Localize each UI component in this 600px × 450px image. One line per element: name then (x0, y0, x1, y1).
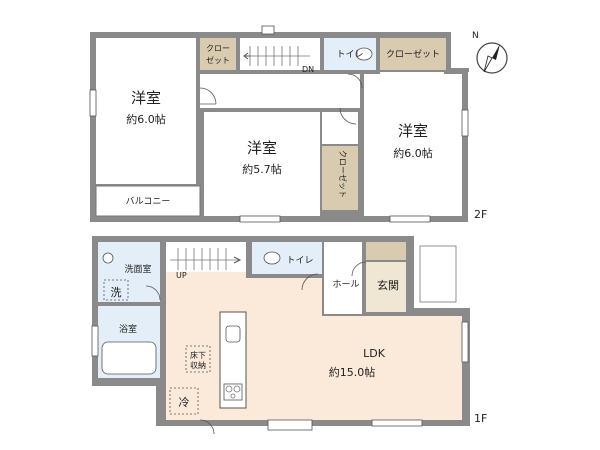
bathtub-icon (101, 341, 157, 375)
hallway-2f (200, 74, 360, 108)
hall-label: ホール (332, 279, 359, 290)
washroom-label: 洗面室 (124, 263, 151, 275)
stairs-1f (166, 242, 246, 274)
bedroom-center-size: 約5.7帖 (242, 162, 282, 176)
ldk-name: LDK (363, 347, 386, 360)
bedroom-west-size: 約6.0帖 (126, 112, 166, 126)
stairs-dn-label: DN (302, 65, 314, 74)
closet-west-label-2: ゼット (206, 55, 230, 65)
fridge-label: 冷 (179, 396, 190, 409)
entrance-label: 玄関 (377, 278, 399, 292)
compass-icon (476, 42, 508, 74)
basin-icon (102, 252, 114, 264)
toilet-icon (355, 47, 373, 61)
compass-north: N (472, 31, 479, 41)
stairs-2f (240, 38, 320, 70)
toilet-1f-icon (263, 251, 281, 265)
bathroom-label: 浴室 (119, 323, 137, 335)
closet-west-label-1: クロー (206, 44, 230, 53)
underfloor-label-2: 収納 (190, 360, 206, 370)
stove-icon (223, 383, 243, 401)
washer-label: 洗 (111, 286, 122, 299)
balcony-label: バルコニー (126, 196, 171, 207)
closet-east (380, 38, 446, 70)
floor-1 (91, 236, 470, 435)
hall (324, 242, 362, 314)
bedroom-west (96, 38, 196, 184)
floor-2-level: 2F (474, 208, 487, 221)
bedroom-east-size: 約6.0帖 (393, 146, 433, 160)
washer-space (103, 279, 129, 301)
balcony (95, 185, 201, 217)
washroom (98, 242, 160, 302)
closet-center-label: クローゼット (338, 150, 348, 198)
closet-center (322, 146, 358, 210)
entrance (366, 262, 406, 312)
underfloor-storage (185, 345, 211, 373)
floor-2 (89, 25, 469, 223)
bedroom-east-name: 洋室 (398, 122, 428, 140)
ldk-size: 約15.0帖 (329, 365, 376, 379)
bedroom-west-name: 洋室 (131, 89, 161, 107)
stairs-up-label: UP (176, 271, 187, 280)
bedroom-center-name: 洋室 (247, 139, 277, 157)
toilet-2f-label: トイレ (336, 50, 363, 60)
closet-east-label: クローゼット (386, 48, 440, 60)
bedroom-east (364, 74, 462, 216)
closet-west (200, 38, 236, 70)
fridge-space (169, 387, 199, 415)
toilet-1f-label: トイレ (286, 256, 313, 266)
bedroom-center (204, 112, 320, 216)
floor-1-level: 1F (474, 412, 487, 425)
sink-icon (225, 325, 241, 343)
underfloor-label-1: 床下 (190, 350, 206, 360)
